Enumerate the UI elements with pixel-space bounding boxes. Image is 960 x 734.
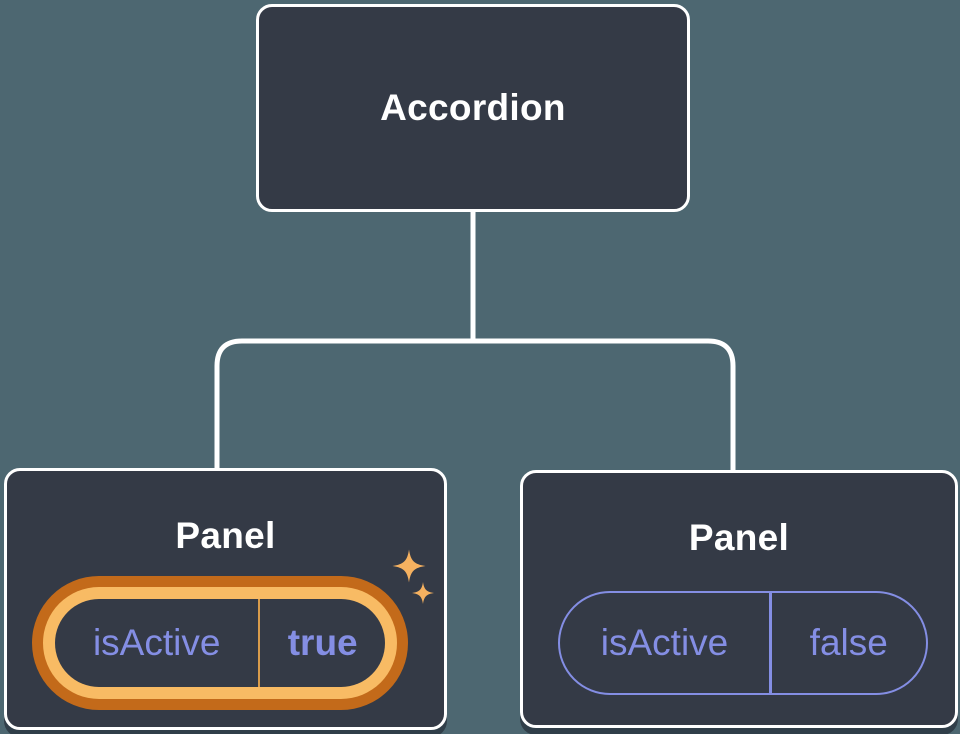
component-box-panel-active: Panel isActive true — [4, 468, 447, 730]
panel-label: Panel — [688, 517, 790, 558]
accordion-label: Accordion — [380, 87, 566, 128]
component-box-panel-inactive: Panel isActive false — [520, 470, 958, 728]
prop-pill-highlighted: isActive true — [32, 576, 408, 710]
prop-name-label: isActive — [600, 622, 729, 663]
prop-pill: isActive false — [558, 591, 928, 695]
prop-pill-divider — [769, 593, 772, 693]
prop-pill-highlight-ring: isActive true — [43, 587, 397, 699]
sparkles-icon — [392, 549, 434, 604]
prop-value-label: false — [809, 622, 888, 663]
prop-name-label: isActive — [92, 622, 221, 663]
prop-pill-divider — [258, 599, 261, 687]
panel-label: Panel — [175, 515, 276, 556]
prop-value-label: true — [287, 622, 358, 663]
component-box-accordion: Accordion — [256, 4, 690, 212]
